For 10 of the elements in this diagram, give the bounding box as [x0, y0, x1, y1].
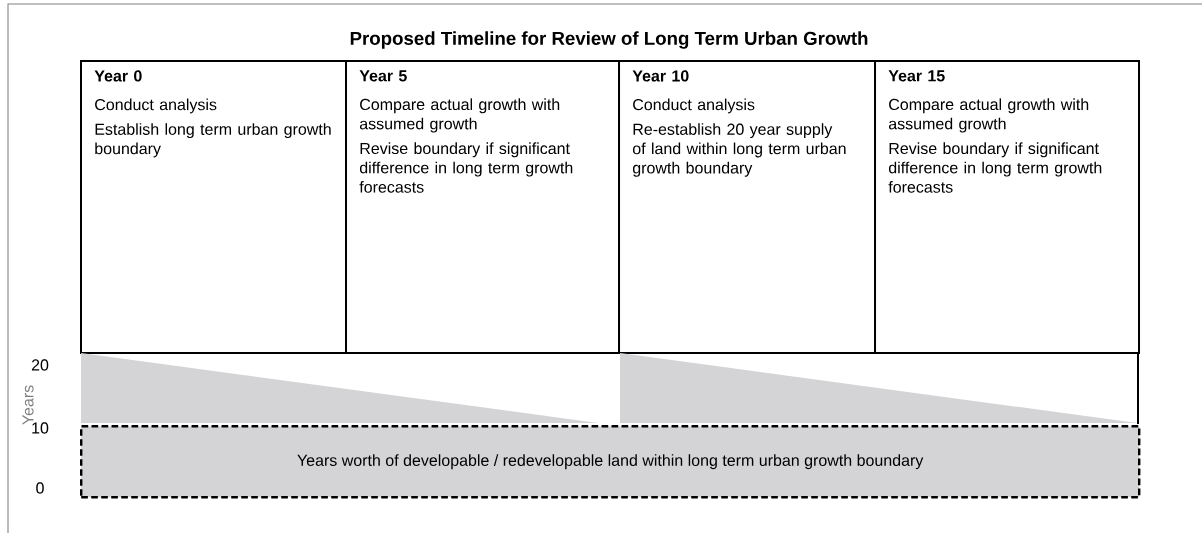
axis-tick-label: 10	[32, 422, 49, 434]
axis-tick-label: 20	[31, 359, 49, 371]
timeline-column: Year 10 Conduct analysis Re-establish 20 year supply of land within long term urban growth boundary	[618, 60, 876, 354]
timeline-column: Year 15 Compare actual growth with assumed growth Revise boundary if significant difference in long term growth forecasts	[874, 60, 1140, 354]
axis-tick-label: 0	[36, 482, 44, 494]
axis-title: Years	[22, 385, 34, 425]
dashed-box: Years worth of developable / redevelopable land within long term urban growth boundary	[80, 425, 1141, 499]
timeline-column: Year 0 Conduct analysis Establish long term urban growth boundary	[80, 60, 347, 354]
timeline-column: Year 5 Compare actual growth with assumed growth Revise boundary if significant difference in long term growth forecasts	[345, 60, 620, 354]
title: Proposed Timeline for Review of Long Term Urban Growth	[350, 31, 868, 49]
